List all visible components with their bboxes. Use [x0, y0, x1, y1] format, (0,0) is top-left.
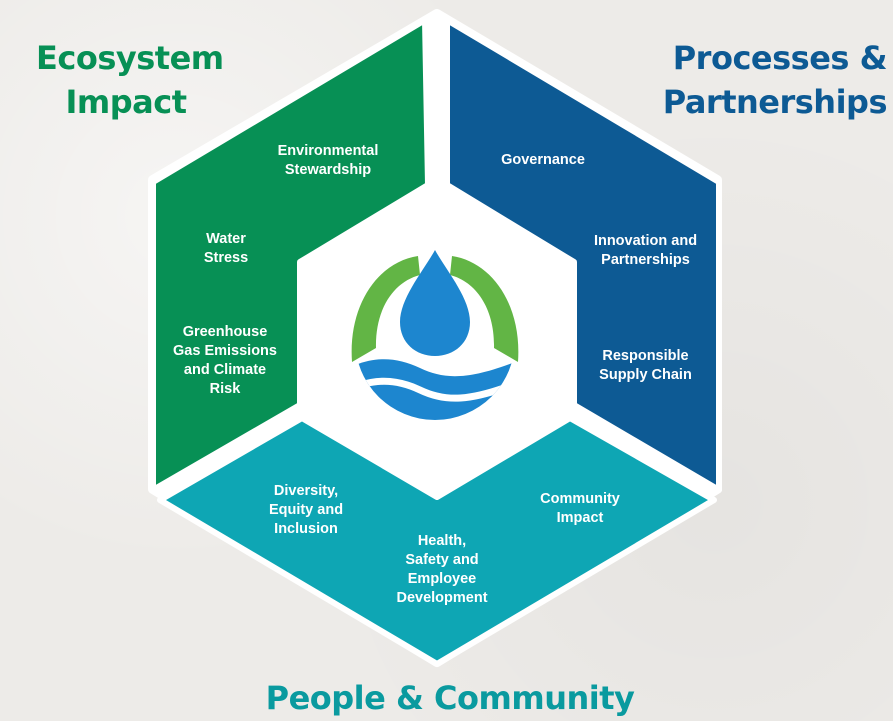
people-segment [157, 415, 717, 667]
label-governance: Governance [501, 152, 585, 168]
label-innovation-partnerships: Innovation and Partnerships [593, 233, 698, 268]
label-diversity-equity-inclusion: Diversity, Equity and Inclusion [268, 483, 344, 537]
heading-people-community: People & Community [265, 679, 635, 717]
processes-segment [444, 17, 722, 493]
label-greenhouse-gas: Greenhouse Gas Emissions and Climate Ris… [173, 324, 277, 397]
label-water-stress: Water Stress [203, 231, 249, 266]
label-health-safety: Health, Safety and Employee Development [396, 533, 488, 606]
heading-processes-partnerships: Processes & Partnerships [662, 39, 888, 121]
label-community-impact: Community Impact [540, 491, 620, 526]
ecosystem-segment [150, 17, 431, 493]
label-responsible-supply-chain: Responsible Supply Chain [599, 348, 692, 383]
label-environmental-stewardship: Environmental Stewardship [277, 143, 379, 178]
heading-ecosystem-impact: Ecosystem Impact [36, 39, 224, 121]
